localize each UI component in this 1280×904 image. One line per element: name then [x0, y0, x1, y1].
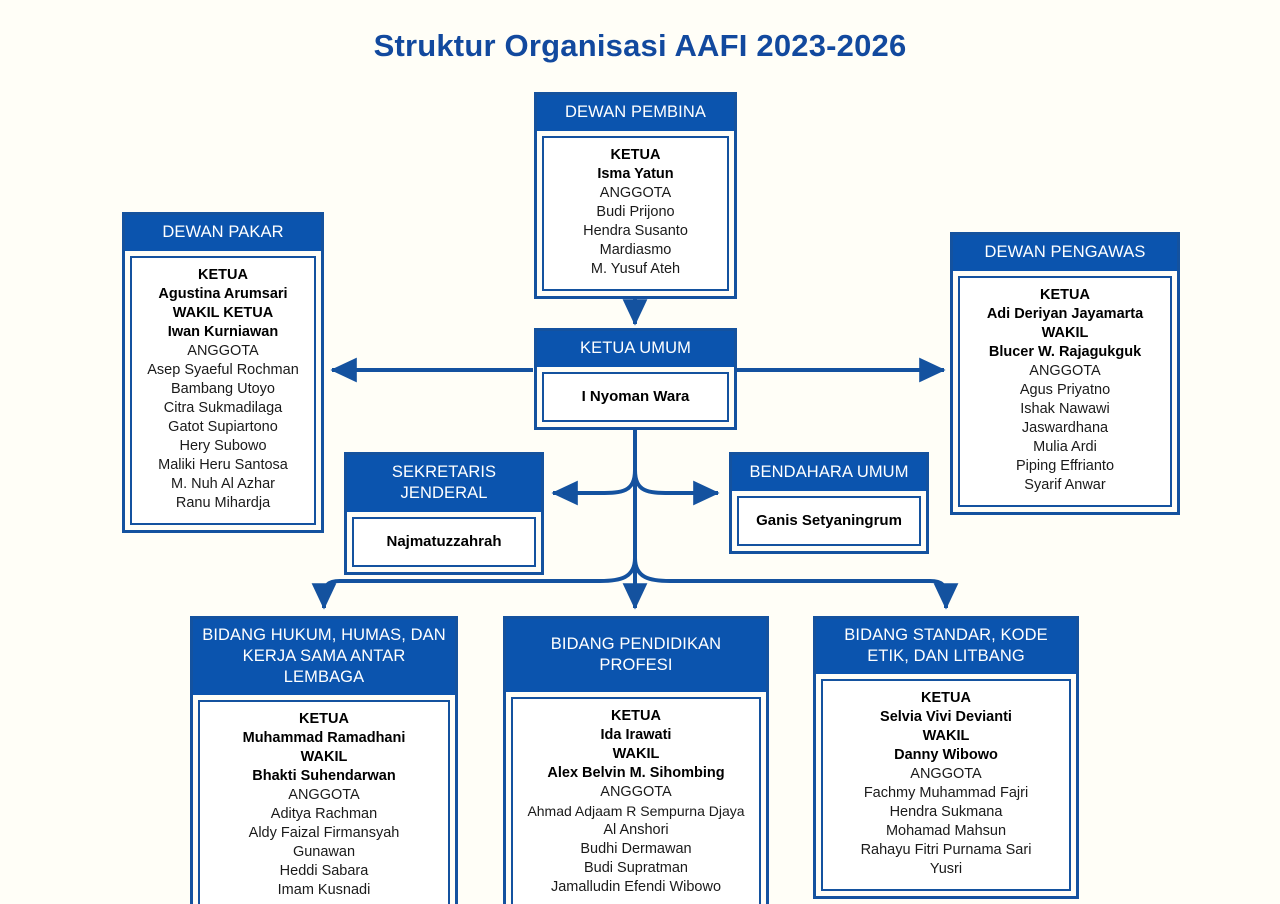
- node-line: Fachmy Muhammad Fajri: [863, 785, 1029, 801]
- wire-trunk-to-bidang-standar: [633, 557, 959, 610]
- node-body: KETUA Muhammad Ramadhani WAKIL Bhakti Su…: [198, 700, 450, 904]
- node-line: Yusri: [929, 861, 963, 877]
- node-line: Budi Prijono: [596, 204, 675, 220]
- node-header: SEKRETARIS JENDERAL: [347, 455, 541, 512]
- node-dewan-pembina[interactable]: DEWAN PEMBINA KETUA Isma Yatun ANGGOTA B…: [534, 92, 737, 299]
- node-line: KETUA: [921, 690, 971, 706]
- node-header: KETUA UMUM: [537, 331, 734, 367]
- node-header: DEWAN PEMBINA: [537, 95, 734, 131]
- node-line: WAKIL: [612, 746, 660, 762]
- node-line: Aditya Rachman: [270, 806, 378, 822]
- node-line: Gatot Supiartono: [168, 419, 278, 435]
- node-line: Jamalludin Efendi Wibowo: [550, 879, 722, 895]
- node-line: Agus Priyatno: [1019, 382, 1111, 398]
- node-line: Budhi Dermawan: [580, 841, 692, 857]
- node-line: KETUA: [611, 708, 661, 724]
- node-line: Iwan Kurniawan: [167, 324, 279, 340]
- node-line: Imam Kusnadi: [277, 882, 371, 898]
- node-line: ANGGOTA: [1029, 363, 1101, 379]
- node-line: Ahmad Adjaam R Sempurna Djaya: [527, 803, 745, 819]
- node-line: Budi Supratman: [584, 860, 688, 876]
- node-body: KETUA Ida Irawati WAKIL Alex Belvin M. S…: [511, 697, 761, 904]
- node-dewan-pengawas[interactable]: DEWAN PENGAWAS KETUA Adi Deriyan Jayamar…: [950, 232, 1180, 515]
- node-header: BIDANG PENDIDIKAN PROFESI: [506, 619, 766, 692]
- node-body: KETUA Agustina Arumsari WAKIL KETUA Iwan…: [130, 256, 316, 525]
- node-line: M. Nuh Al Azhar: [171, 476, 275, 492]
- node-dewan-pakar[interactable]: DEWAN PAKAR KETUA Agustina Arumsari WAKI…: [122, 212, 324, 533]
- node-line: KETUA: [299, 711, 349, 727]
- node-line: Adi Deriyan Jayamarta: [986, 306, 1144, 322]
- node-line: KETUA: [198, 267, 248, 283]
- node-header: BIDANG STANDAR, KODE ETIK, DAN LITBANG: [816, 619, 1076, 674]
- node-line: WAKIL: [300, 749, 348, 765]
- node-line: Citra Sukmadilaga: [163, 400, 283, 416]
- node-line: Ganis Setyaningrum: [756, 512, 902, 529]
- node-line: Al Anshori: [603, 822, 669, 838]
- node-line: ANGGOTA: [187, 343, 259, 359]
- node-line: Piping Effrianto: [1015, 458, 1115, 474]
- node-bendahara-umum[interactable]: BENDAHARA UMUM Ganis Setyaningrum: [729, 452, 929, 554]
- node-line: Aldy Faizal Firmansyah: [248, 825, 400, 841]
- node-line: WAKIL: [1041, 325, 1089, 341]
- node-line: Ishak Nawawi: [1020, 401, 1110, 417]
- wire-trunk-to-bidang-hukum: [311, 557, 637, 610]
- node-header: BIDANG HUKUM, HUMAS, DAN KERJA SAMA ANTA…: [193, 619, 455, 695]
- node-ketua-umum[interactable]: KETUA UMUM I Nyoman Wara: [534, 328, 737, 430]
- node-line: ANGGOTA: [600, 784, 672, 800]
- node-line: KETUA: [1040, 287, 1090, 303]
- page-title: Struktur Organisasi AAFI 2023-2026: [373, 28, 907, 63]
- node-header: BENDAHARA UMUM: [732, 455, 926, 491]
- node-line: Danny Wibowo: [894, 747, 998, 763]
- node-line: Agustina Arumsari: [158, 286, 288, 302]
- node-body: Najmatuzzahrah: [352, 517, 536, 567]
- node-line: Mulia Ardi: [1033, 439, 1097, 455]
- node-line: Muhammad Ramadhani: [242, 730, 406, 746]
- node-header: DEWAN PAKAR: [125, 215, 321, 251]
- node-body: I Nyoman Wara: [542, 372, 729, 422]
- node-body: Ganis Setyaningrum: [737, 496, 921, 546]
- node-line: Najmatuzzahrah: [386, 533, 502, 550]
- node-line: Bambang Utoyo: [171, 381, 275, 397]
- node-line: WAKIL: [922, 728, 970, 744]
- node-line: Asep Syaeful Rochman: [147, 362, 299, 378]
- node-line: Gunawan: [292, 844, 356, 860]
- node-line: I Nyoman Wara: [581, 388, 690, 405]
- node-line: ANGGOTA: [910, 766, 982, 782]
- node-line: ANGGOTA: [599, 185, 672, 201]
- node-line: Jaswardhana: [1021, 420, 1109, 436]
- node-body: KETUA Adi Deriyan Jayamarta WAKIL Blucer…: [958, 276, 1172, 507]
- node-bidang-hukum[interactable]: BIDANG HUKUM, HUMAS, DAN KERJA SAMA ANTA…: [190, 616, 458, 904]
- node-line: Bhakti Suhendarwan: [252, 768, 396, 784]
- node-line: Rahayu Fitri Purnama Sari: [860, 842, 1032, 858]
- node-bidang-pendidikan-profesi[interactable]: BIDANG PENDIDIKAN PROFESI KETUA Ida Iraw…: [503, 616, 769, 904]
- wire-trunk-to-bendahara: [633, 469, 720, 506]
- node-body: KETUA Selvia Vivi Devianti WAKIL Danny W…: [821, 679, 1071, 891]
- node-line: Mardiasmo: [599, 242, 672, 258]
- node-line: Ida Irawati: [600, 727, 672, 743]
- node-line: Hendra Susanto: [583, 223, 688, 239]
- node-line: Ranu Mihardja: [175, 495, 271, 511]
- node-sekretaris-jenderal[interactable]: SEKRETARIS JENDERAL Najmatuzzahrah: [344, 452, 544, 575]
- node-line: KETUA: [610, 147, 661, 163]
- node-line: Hery Subowo: [179, 438, 267, 454]
- node-line: Maliki Heru Santosa: [158, 457, 288, 473]
- node-line: Heddi Sabara: [279, 863, 369, 879]
- node-body: KETUA Isma Yatun ANGGOTA Budi Prijono He…: [542, 136, 729, 291]
- node-line: Hendra Sukmana: [889, 804, 1003, 820]
- wire-trunk-to-sekjen: [551, 469, 637, 506]
- node-line: M. Yusuf Ateh: [590, 261, 681, 277]
- node-line: Syarif Anwar: [1024, 477, 1106, 493]
- node-line: Mohamad Mahsun: [885, 823, 1007, 839]
- node-line: Selvia Vivi Devianti: [880, 709, 1012, 725]
- node-bidang-standar[interactable]: BIDANG STANDAR, KODE ETIK, DAN LITBANG K…: [813, 616, 1079, 899]
- node-line: ANGGOTA: [288, 787, 360, 803]
- node-line: Isma Yatun: [597, 166, 674, 182]
- node-line: WAKIL KETUA: [172, 305, 274, 321]
- node-line: Blucer W. Rajagukguk: [988, 344, 1142, 360]
- node-line: Alex Belvin M. Sihombing: [547, 765, 725, 781]
- node-header: DEWAN PENGAWAS: [953, 235, 1177, 271]
